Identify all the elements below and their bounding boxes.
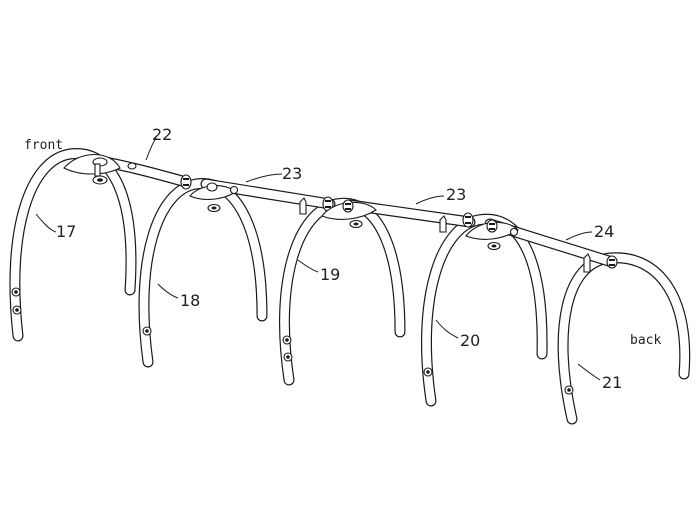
back-label: back [630,333,661,348]
label-24: 24 [594,222,614,241]
hub-front [63,154,137,185]
hub-back [583,253,618,273]
hub-2 [180,174,239,213]
label-18: 18 [180,291,200,310]
label-17: 17 [56,222,76,241]
label-23-front: 23 [282,164,302,183]
arch-19 [278,197,406,386]
hub-3 [299,196,377,229]
front-label: front [24,138,63,153]
label-21: 21 [602,373,622,392]
arch-17 [9,148,137,342]
label-23-rear: 23 [446,185,466,204]
leader-lines [35,137,601,381]
label-20: 20 [460,331,480,350]
arch-20 [420,213,548,407]
arch-21 [557,252,691,425]
label-22: 22 [152,125,172,144]
arch-18 [138,178,268,368]
label-19: 19 [320,265,340,284]
hub-4 [439,212,519,251]
